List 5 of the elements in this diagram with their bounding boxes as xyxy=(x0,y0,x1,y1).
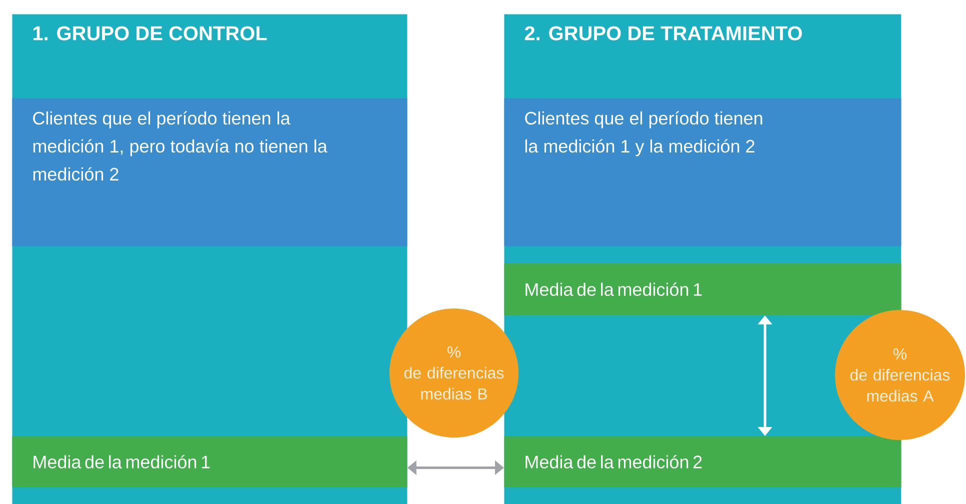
mean-box: Media de la medición 1 xyxy=(504,263,902,316)
description-box: Clientes que el período tienen la medición 1, pero todavía no tienen la medición 2 xyxy=(12,98,408,246)
mean-box: Media de la medición 2 xyxy=(504,436,902,488)
mean-box: Media de la medición 1 xyxy=(12,436,408,488)
description-box: Clientes que el período tienen la medición 1 y la medición 2 xyxy=(504,98,902,246)
